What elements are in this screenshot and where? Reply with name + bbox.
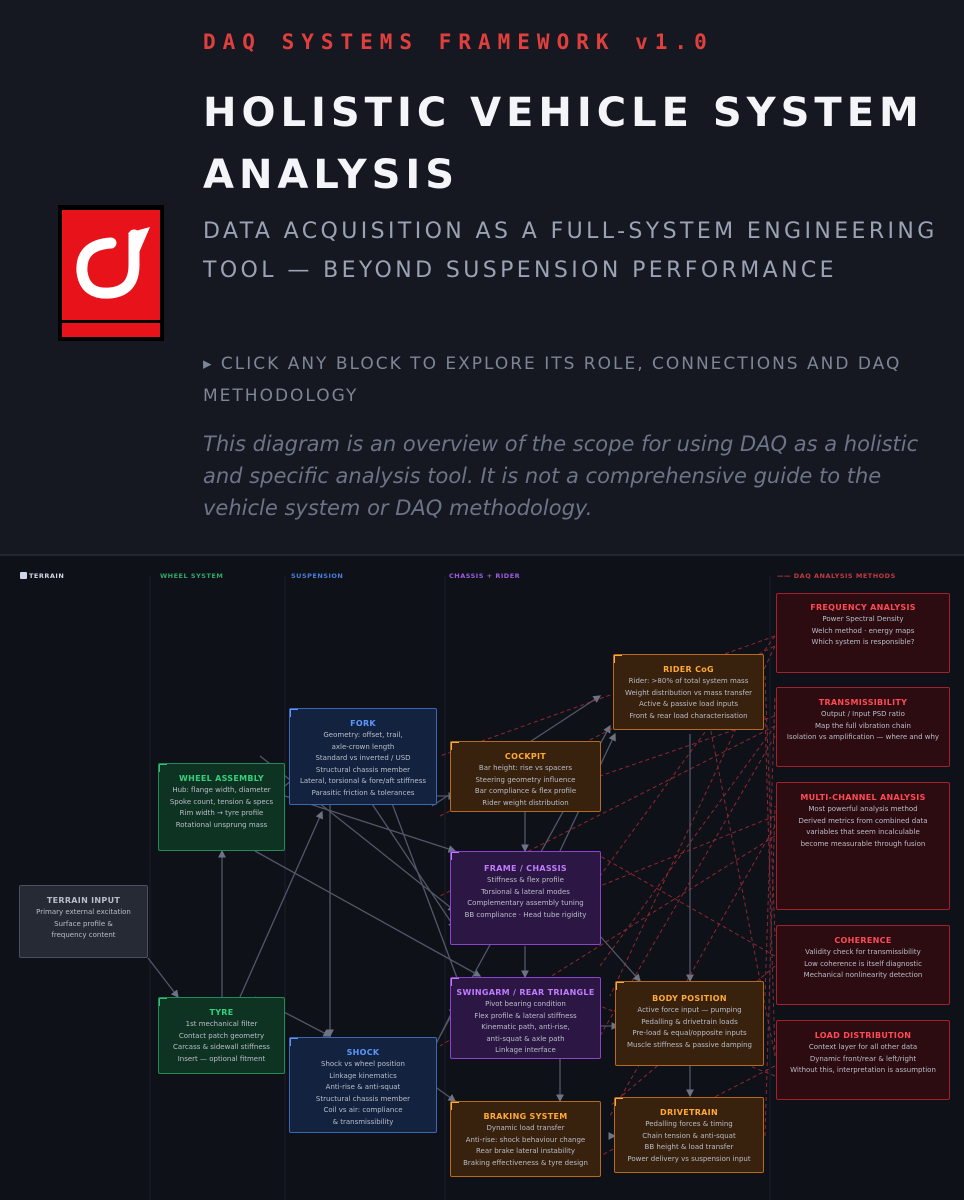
column-label-suspension: SUSPENSION xyxy=(291,572,344,580)
header-panel: DAQ SYSTEMS FRAMEWORK v1.0 HOLISTIC VEHI… xyxy=(0,0,964,556)
section-divider xyxy=(0,554,964,556)
block-cockpit[interactable]: COCKPIT Bar height: rise vs spacers Stee… xyxy=(450,741,601,812)
block-wheel-assembly[interactable]: WHEEL ASSEMBLY Hub: flange width, diamet… xyxy=(158,763,285,851)
column-label-wheel-system: WHEEL SYSTEM xyxy=(160,572,224,580)
instruction-text: ▸ CLICK ANY BLOCK TO EXPLORE ITS ROLE, C… xyxy=(203,354,902,406)
page-subtitle: DATA ACQUISITION AS A FULL-SYSTEM ENGINE… xyxy=(203,219,938,283)
scope-note: This diagram is an overview of the scope… xyxy=(203,432,919,520)
block-transmissibility[interactable]: TRANSMISSIBILITY Output / Input PSD rati… xyxy=(776,687,950,767)
connection-lines xyxy=(147,576,776,1200)
block-body-position[interactable]: BODY POSITION Active force input — pumpi… xyxy=(615,981,764,1066)
block-load-distribution[interactable]: LOAD DISTRIBUTION Context layer for all … xyxy=(776,1020,950,1100)
block-rider-cog[interactable]: RIDER CoG Rider: >80% of total system ma… xyxy=(613,654,764,730)
block-terrain-input[interactable]: TERRAIN INPUT Primary external excitatio… xyxy=(19,885,148,958)
block-braking-system[interactable]: BRAKING SYSTEM Dynamic load transfer Ant… xyxy=(450,1101,601,1177)
block-frequency-analysis[interactable]: FREQUENCY ANALYSIS Power Spectral Densit… xyxy=(776,593,950,673)
page-title: HOLISTIC VEHICLE SYSTEM ANALYSIS xyxy=(203,90,924,198)
block-multi-channel-analysis[interactable]: MULTI-CHANNEL ANALYSIS Most powerful ana… xyxy=(776,782,950,910)
column-label-terrain: TERRAIN xyxy=(20,572,64,580)
downamics-logo xyxy=(58,205,164,341)
column-label-daq-methods: —— DAQ ANALYSIS METHODS xyxy=(777,572,896,580)
block-frame-chassis[interactable]: FRAME / CHASSIS Stiffness & flex profile… xyxy=(450,851,601,945)
block-tyre[interactable]: TYRE 1st mechanical filter Contact patch… xyxy=(158,997,285,1074)
block-swingarm-rear-triangle[interactable]: SWINGARM / REAR TRIANGLE Pivot bearing c… xyxy=(450,977,601,1059)
block-shock[interactable]: SHOCK Shock vs wheel position Linkage ki… xyxy=(289,1037,437,1133)
framework-eyebrow: DAQ SYSTEMS FRAMEWORK v1.0 xyxy=(203,30,714,54)
column-label-chassis-rider: CHASSIS + RIDER xyxy=(449,572,521,580)
block-coherence[interactable]: COHERENCE Validity check for transmissib… xyxy=(776,925,950,1005)
block-fork[interactable]: FORK Geometry: offset, trail, axle-crown… xyxy=(289,708,437,805)
system-diagram: TERRAIN WHEEL SYSTEM SUSPENSION CHASSIS … xyxy=(0,556,964,1200)
terrain-icon xyxy=(20,572,27,579)
block-drivetrain[interactable]: DRIVETRAIN Pedalling forces & timing Cha… xyxy=(614,1097,764,1173)
